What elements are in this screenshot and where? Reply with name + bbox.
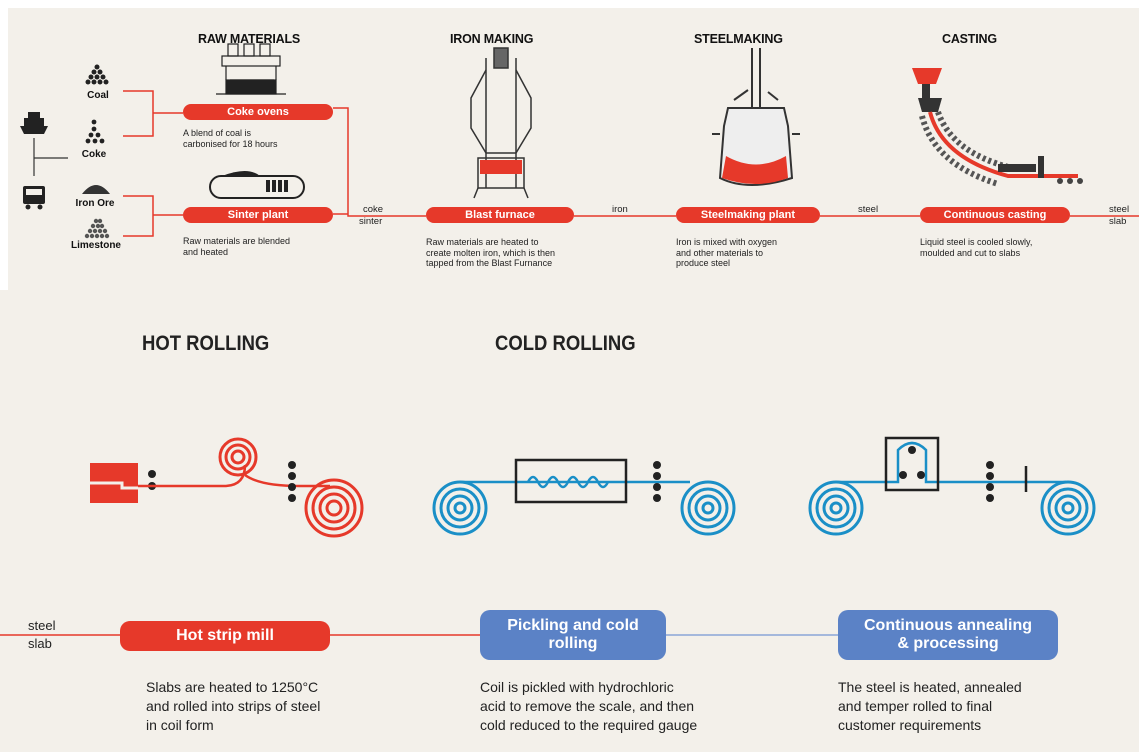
blast-furnace-pill: Blast furnace	[426, 207, 574, 223]
rolling-panel: HOT ROLLING COLD ROLLING steel slab Hot …	[0, 290, 1139, 752]
steelmaking-plant-description: Iron is mixed with oxygen and other mate…	[676, 237, 777, 269]
pickling-illustration	[432, 458, 736, 536]
iron-ore-pile-icon	[82, 185, 110, 194]
desc-line: Raw materials are heated to	[426, 237, 539, 247]
desc-line: and other materials to	[676, 247, 764, 258]
coke-oven-icon	[216, 43, 286, 95]
pickling-pill: Pickling and cold rolling	[480, 610, 666, 660]
annealing-pill: Continuous annealing & processing	[838, 610, 1058, 660]
desc-line: Iron is mixed with oxygen	[676, 237, 778, 247]
top-flow-art	[20, 43, 1139, 239]
desc-line: Coil is pickled with hydrochloric	[480, 679, 674, 695]
desc-line: A blend of coal is	[183, 128, 252, 138]
steel-flow-label: steel	[858, 204, 879, 215]
desc-line: create molten iron, which is then	[426, 247, 556, 258]
pill-line: Continuous annealing	[864, 617, 1032, 634]
hot-rolling-heading: HOT ROLLING	[142, 332, 270, 355]
blast-furnace-icon	[470, 47, 532, 199]
sinter-plant-pill: Sinter plant	[183, 207, 333, 223]
desc-line: and heated	[183, 246, 229, 257]
coke-pile-icon	[85, 119, 105, 144]
annealing-illustration	[808, 436, 1096, 536]
coal-label: Coal	[87, 90, 109, 101]
desc-line: carbonised for 18 hours	[183, 138, 278, 149]
hot-strip-mill-pill: Hot strip mill	[120, 621, 330, 651]
hot-rolling-illustration	[90, 437, 364, 538]
limestone-label: Limestone	[70, 240, 121, 251]
slab-out-flow-label: slab	[1109, 216, 1127, 227]
steelmaking-heading: STEELMAKING	[694, 32, 783, 46]
coke-flow-label: coke	[363, 204, 384, 215]
steel-input-label: steel	[28, 618, 56, 633]
desc-line: moulded and cut to slabs	[920, 247, 1021, 258]
continuous-casting-pill: Continuous casting	[920, 207, 1070, 223]
pill-line: Pickling and cold	[507, 617, 639, 634]
continuous-caster-icon	[912, 68, 1083, 187]
limestone-pile-icon	[84, 218, 110, 239]
desc-line: acid to remove the scale, and then	[480, 698, 695, 714]
sinter-plant-description: Raw materials are blended and heated	[183, 236, 290, 257]
steelmaking-plant-pill: Steelmaking plant	[676, 207, 820, 223]
desc-line: produce steel	[676, 258, 731, 268]
desc-line: and temper rolled to final	[838, 698, 993, 714]
annealing-description: The steel is heated, annealed and temper…	[838, 678, 1022, 735]
coke-ovens-pill: Coke ovens	[183, 104, 333, 120]
desc-line: Liquid steel is cooled slowly,	[920, 237, 1033, 247]
ship-icon	[20, 112, 48, 134]
raw-materials-heading: RAW MATERIALS	[198, 32, 301, 46]
desc-line: Raw materials are blended	[183, 236, 291, 246]
hot-strip-mill-description: Slabs are heated to 1250°C and rolled in…	[146, 678, 320, 735]
sinter-flow-label: sinter	[359, 216, 383, 227]
coke-label: Coke	[81, 149, 107, 160]
desc-line: The steel is heated, annealed	[838, 679, 1022, 695]
steel-out-flow-label: steel	[1109, 204, 1130, 215]
rolling-art	[0, 436, 1096, 636]
desc-line: tapped from the Blast Furnance	[426, 258, 553, 268]
desc-line: and rolled into strips of steel	[146, 698, 321, 714]
truck-icon	[23, 186, 45, 210]
pill-line: & processing	[897, 635, 999, 652]
iron-making-heading: IRON MAKING	[450, 32, 534, 46]
blast-furnace-description: Raw materials are heated to create molte…	[426, 237, 555, 269]
cold-rolling-heading: COLD ROLLING	[495, 332, 636, 355]
coke-oven-connector	[333, 107, 426, 217]
converter-icon	[712, 48, 800, 186]
coal-pile-icon	[85, 64, 109, 85]
pill-line: rolling	[548, 635, 598, 652]
desc-line: in coil form	[146, 717, 214, 733]
iron-steel-making-panel: RAW MATERIALS IRON MAKING STEELMAKING CA…	[8, 8, 1139, 290]
desc-line: cold reduced to the required gauge	[480, 717, 698, 733]
casting-heading: CASTING	[942, 32, 997, 46]
slab-input-label: slab	[28, 636, 52, 651]
coke-ovens-description: A blend of coal is carbonised for 18 hou…	[183, 128, 278, 149]
continuous-casting-description: Liquid steel is cooled slowly, moulded a…	[920, 237, 1032, 258]
ship-truck-connector	[33, 138, 68, 176]
desc-line: customer requirements	[838, 717, 982, 733]
iron-flow-label: iron	[612, 204, 628, 215]
desc-line: Slabs are heated to 1250°C	[146, 679, 319, 695]
iron-ore-label: Iron Ore	[75, 198, 115, 209]
raw-material-connectors	[123, 90, 1139, 237]
pickling-description: Coil is pickled with hydrochloric acid t…	[480, 678, 697, 735]
sinter-plant-icon	[209, 171, 305, 199]
